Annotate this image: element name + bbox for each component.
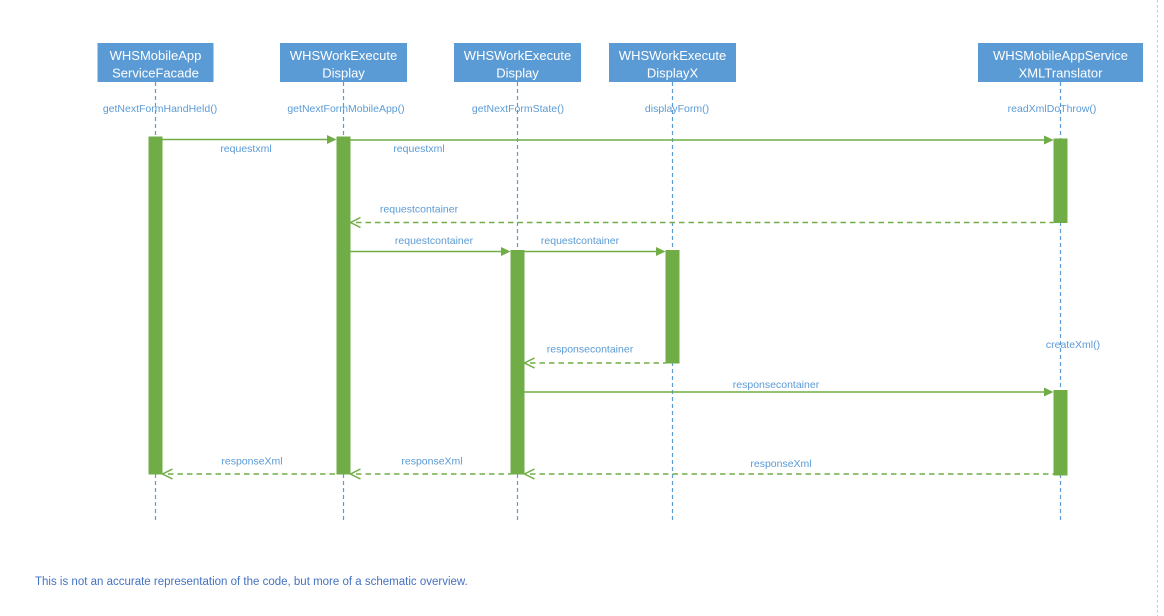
method-label-displayform: displayForm() xyxy=(645,103,709,115)
message-responsexml-middle: responseXml xyxy=(348,456,511,480)
actor-label-line2: XMLTranslator xyxy=(1019,66,1103,81)
filled-arrowhead-icon xyxy=(656,247,666,256)
message-responsexml-left: responseXml xyxy=(160,456,337,480)
message-requestxml-1: requestxml xyxy=(162,135,337,155)
actor-box-rect xyxy=(280,43,407,82)
message-responsecontainer-call: responsecontainer xyxy=(524,379,1054,397)
message-label: responseXml xyxy=(221,456,282,468)
filled-arrowhead-icon xyxy=(1044,387,1054,397)
filled-arrowhead-icon xyxy=(501,247,511,256)
actor-label-line1: WHSWorkExecute xyxy=(464,48,571,63)
actor-label-line2: Display xyxy=(322,66,365,81)
message-label: responsecontainer xyxy=(733,379,820,391)
message-requestcontainer-2: requestcontainer xyxy=(524,235,666,256)
message-responsexml-right: responseXml xyxy=(522,458,1054,480)
message-requestcontainer-1: requestcontainer xyxy=(350,235,511,256)
message-requestcontainer-return: requestcontainer xyxy=(348,204,1054,229)
actor-box-rect xyxy=(609,43,736,82)
message-label: requestcontainer xyxy=(395,235,474,247)
message-responsecontainer-return: responsecontainer xyxy=(522,344,666,369)
actor-label-line1: WHSMobileAppService xyxy=(993,48,1128,63)
actor-label-line1: WHSWorkExecute xyxy=(619,48,726,63)
activation-bar-display1 xyxy=(336,136,351,475)
actor-box-workexecute-display-2: WHSWorkExecute Display xyxy=(454,43,581,82)
actor-box-rect xyxy=(978,43,1143,82)
open-arrowhead-icon xyxy=(348,216,361,229)
message-label: responseXml xyxy=(401,456,462,468)
activation-bar-xmltranslator-2 xyxy=(1053,390,1068,476)
actor-box-servicefacade: WHSMobileApp ServiceFacade xyxy=(97,43,214,82)
open-arrowhead-icon xyxy=(522,468,535,480)
annotation-createxml: createXml() xyxy=(1046,339,1100,351)
message-requestxml-2: requestxml xyxy=(350,135,1054,155)
activation-bar-display2 xyxy=(510,250,525,475)
message-label: requestcontainer xyxy=(380,204,459,216)
method-label-getnextformmobileapp: getNextFormMobileApp() xyxy=(287,103,404,115)
diagram-note: This is not an accurate representation o… xyxy=(35,576,468,588)
filled-arrowhead-icon xyxy=(1044,135,1054,145)
actor-label-line1: WHSMobileApp xyxy=(110,48,202,63)
open-arrowhead-icon xyxy=(522,357,535,369)
actor-label-line2: DisplayX xyxy=(647,66,699,81)
actor-label-line2: Display xyxy=(496,66,539,81)
open-arrowhead-icon xyxy=(160,468,173,480)
actor-box-rect xyxy=(454,43,581,82)
actor-box-workexecute-displayx: WHSWorkExecute DisplayX xyxy=(609,43,736,82)
method-label-getnextformstate: getNextFormState() xyxy=(472,103,564,115)
activation-bar-servicefacade xyxy=(148,136,163,475)
filled-arrowhead-icon xyxy=(327,135,337,144)
message-label: responsecontainer xyxy=(547,344,634,356)
message-label: requestcontainer xyxy=(541,235,620,247)
actor-label-line1: WHSWorkExecute xyxy=(290,48,397,63)
actor-label-line2: ServiceFacade xyxy=(112,66,199,81)
message-label: requestxml xyxy=(220,143,271,155)
message-label: requestxml xyxy=(393,143,444,155)
actor-box-xmltranslator: WHSMobileAppService XMLTranslator xyxy=(978,43,1143,82)
message-label: responseXml xyxy=(750,458,811,470)
actor-box-rect xyxy=(97,43,214,82)
method-label-getnextformhandheld: getNextFormHandHeld() xyxy=(103,103,217,115)
activation-bar-xmltranslator-1 xyxy=(1053,138,1068,223)
activation-bar-displayx xyxy=(665,250,680,364)
open-arrowhead-icon xyxy=(348,468,361,480)
actor-box-workexecute-display-1: WHSWorkExecute Display xyxy=(280,43,407,82)
method-label-readxmldothrow: readXmlDoThrow() xyxy=(1008,103,1097,115)
